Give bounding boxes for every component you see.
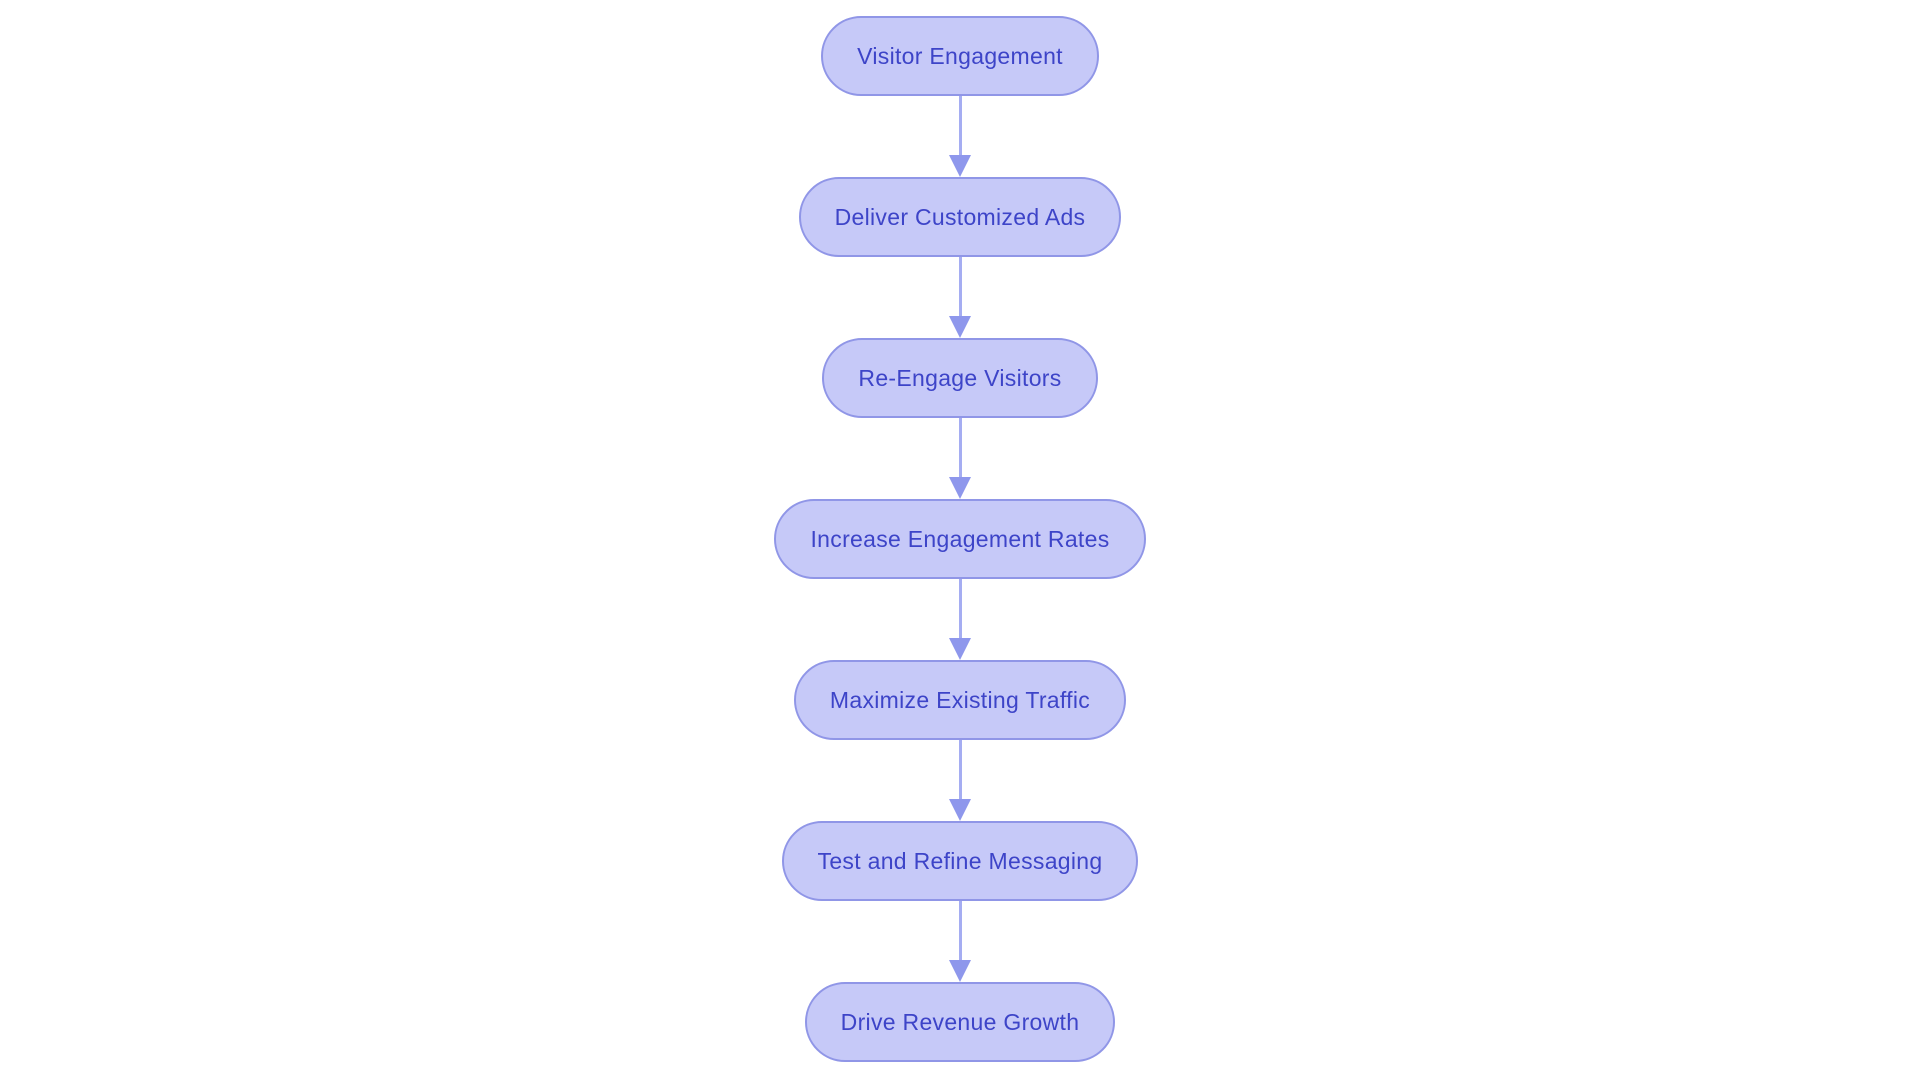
- flow-node-label: Maximize Existing Traffic: [829, 686, 1091, 713]
- arrow-line: [958, 740, 962, 800]
- arrow-head-icon: [949, 155, 971, 177]
- flow-node-drive-revenue-growth: Drive Revenue Growth: [804, 982, 1116, 1062]
- flow-node-test-and-refine-messaging: Test and Refine Messaging: [781, 821, 1139, 901]
- flow-node-maximize-existing-traffic: Maximize Existing Traffic: [793, 660, 1127, 740]
- flow-node-increase-engagement-rates: Increase Engagement Rates: [774, 499, 1146, 579]
- arrow-line: [958, 96, 962, 156]
- arrow-head-icon: [949, 799, 971, 821]
- flow-arrow-2: [948, 257, 972, 338]
- arrow-head-icon: [949, 638, 971, 660]
- arrow-line: [958, 257, 962, 317]
- flow-node-re-engage-visitors: Re-Engage Visitors: [822, 338, 1098, 418]
- flow-node-label: Increase Engagement Rates: [810, 525, 1110, 552]
- flow-arrow-4: [948, 579, 972, 660]
- arrow-head-icon: [949, 477, 971, 499]
- flow-node-label: Test and Refine Messaging: [817, 847, 1103, 874]
- flow-node-deliver-customized-ads: Deliver Customized Ads: [798, 177, 1122, 257]
- flow-arrow-6: [948, 901, 972, 982]
- flow-node-label: Re-Engage Visitors: [858, 364, 1062, 391]
- flow-node-visitor-engagement: Visitor Engagement: [821, 16, 1099, 96]
- flow-node-label: Visitor Engagement: [857, 42, 1063, 69]
- flow-node-label: Deliver Customized Ads: [834, 203, 1086, 230]
- flow-arrow-1: [948, 96, 972, 177]
- arrow-line: [958, 579, 962, 639]
- flow-node-label: Drive Revenue Growth: [840, 1008, 1080, 1035]
- arrow-line: [958, 901, 962, 961]
- flow-arrow-5: [948, 740, 972, 821]
- arrow-head-icon: [949, 316, 971, 338]
- arrow-line: [958, 418, 962, 478]
- flow-arrow-3: [948, 418, 972, 499]
- arrow-head-icon: [949, 960, 971, 982]
